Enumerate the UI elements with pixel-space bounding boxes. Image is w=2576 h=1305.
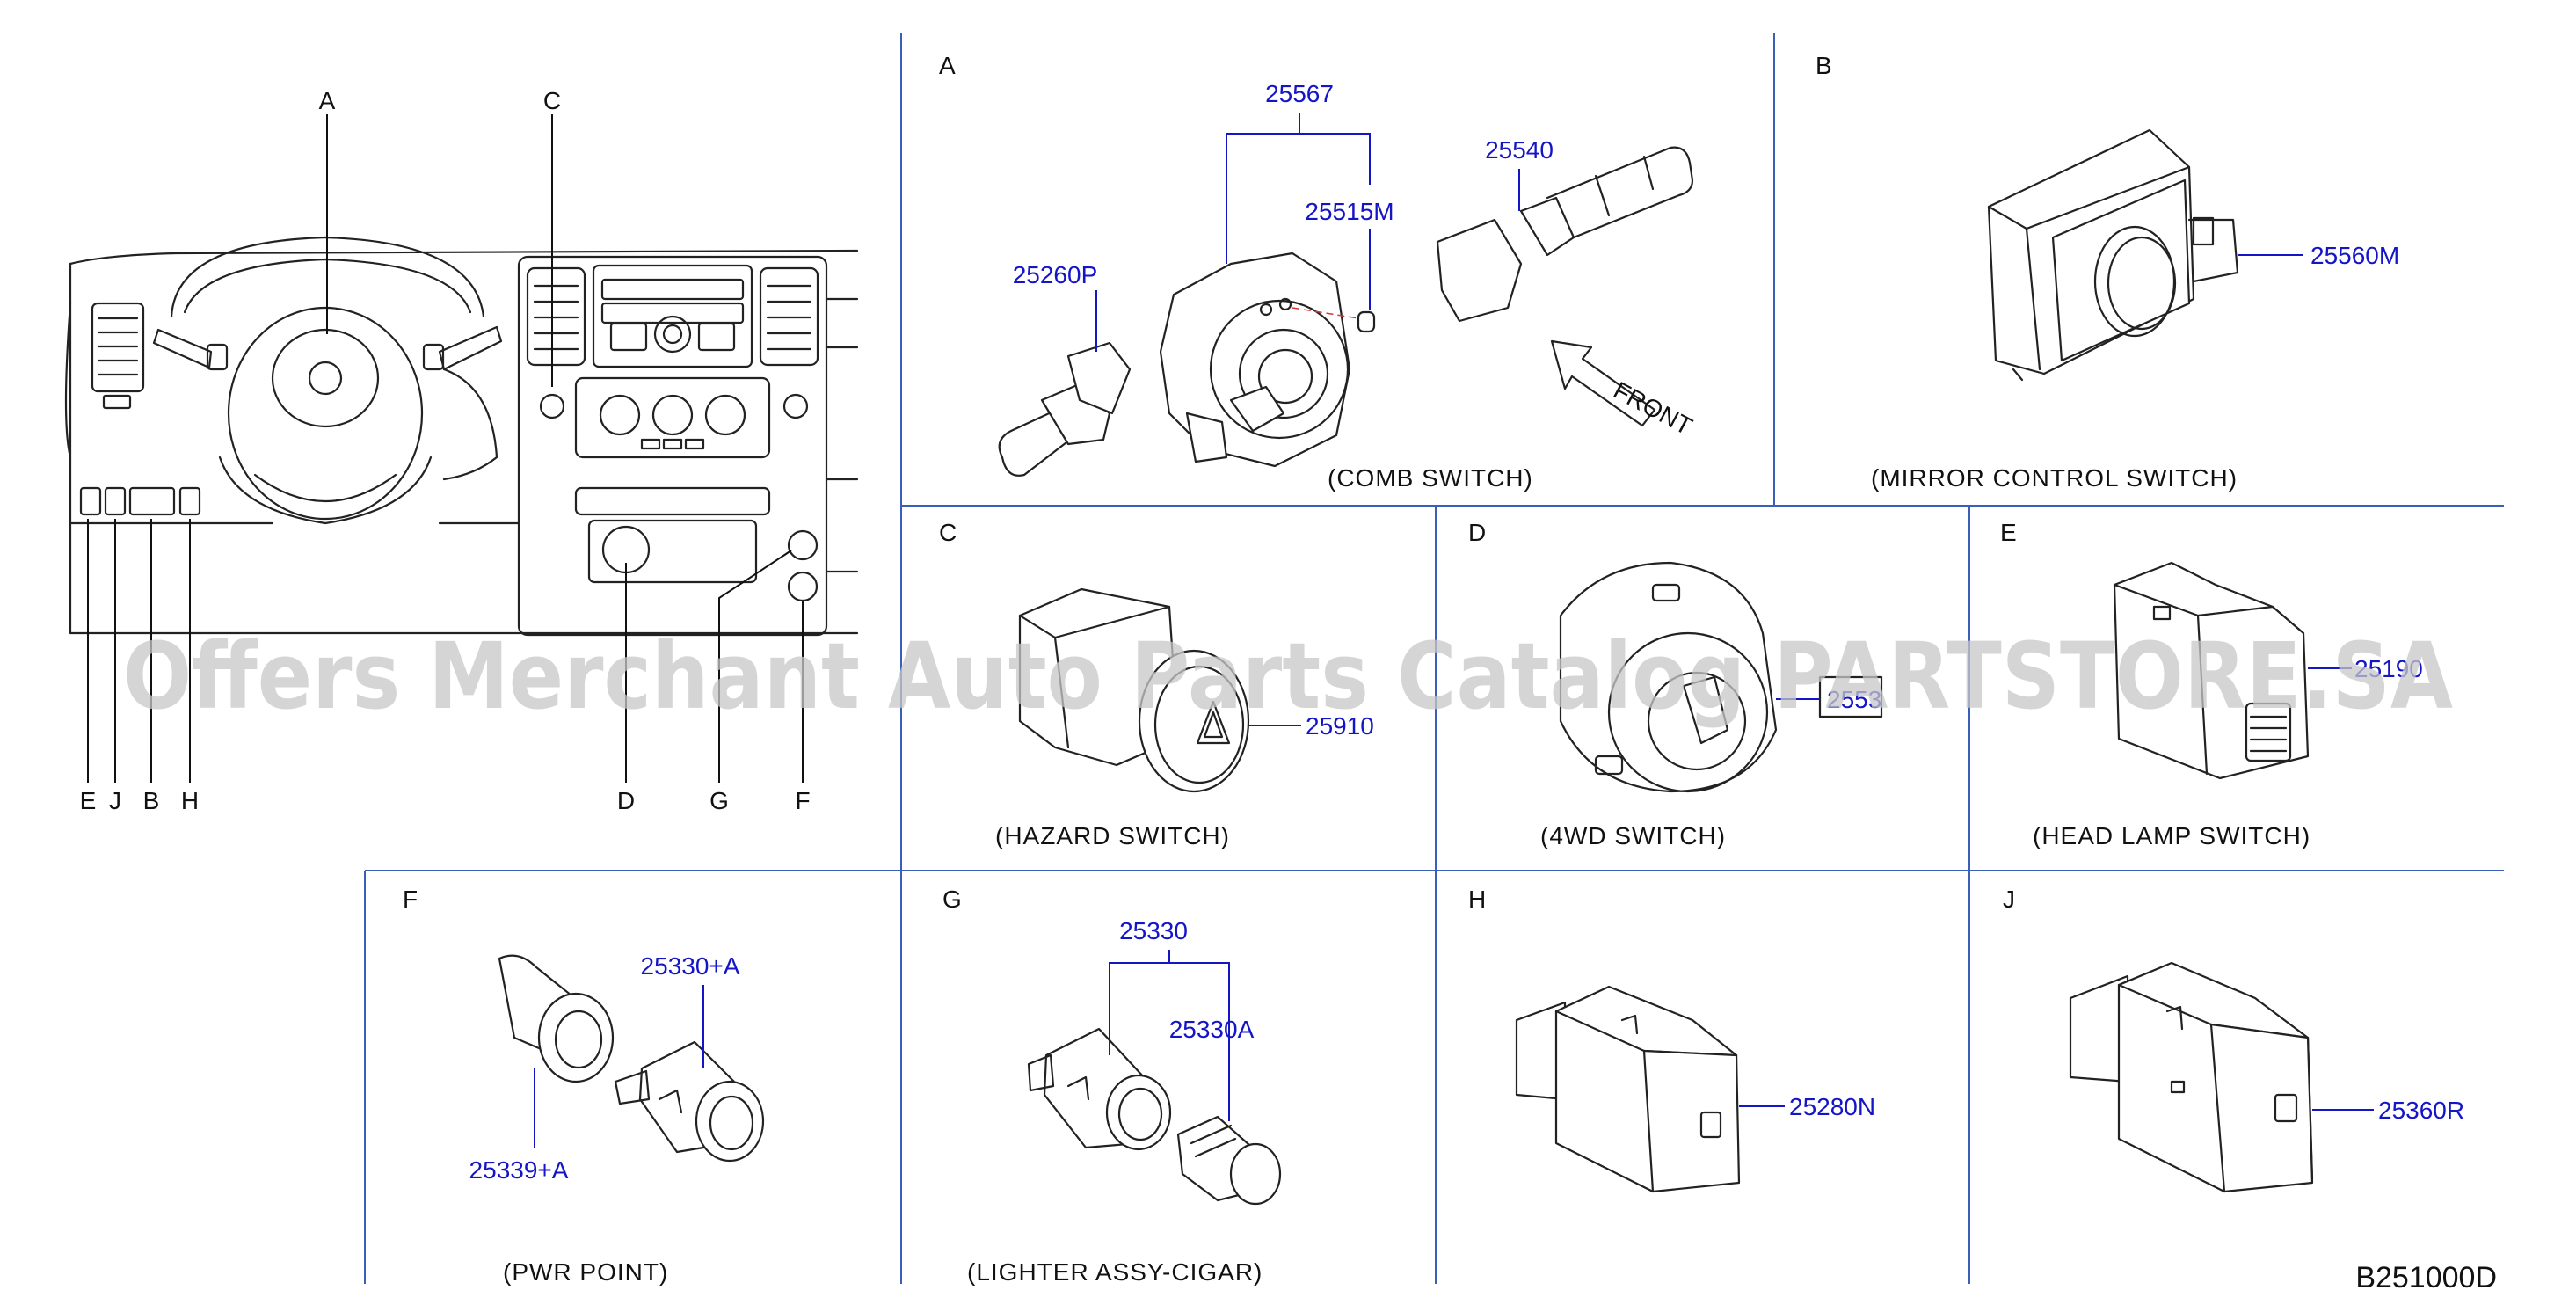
panel-b-caption: (MIRROR CONTROL SWITCH) (1871, 464, 2238, 492)
front-arrow-label: FRONT (1609, 376, 1697, 441)
hazard-switch-illustration (1018, 587, 1250, 793)
part-25360r[interactable]: 25360R (2378, 1097, 2464, 1124)
overview-callout-e: E (80, 787, 97, 814)
panel-a-caption: (COMB SWITCH) (1328, 464, 1533, 492)
comb-switch-illustration (998, 146, 1694, 477)
panel-j-letter: J (2003, 886, 2015, 913)
overview-callout-a: A (319, 87, 336, 114)
panel-b-letter: B (1816, 52, 1832, 79)
overview-callout-d: D (617, 787, 635, 814)
panel-e-letter: E (2000, 519, 2017, 546)
panel-f-caption: (PWR POINT) (503, 1258, 668, 1286)
overview-callout-h: H (181, 787, 199, 814)
panel-d-caption: (4WD SWITCH) (1540, 822, 1726, 849)
part-25567[interactable]: 25567 (1265, 80, 1334, 107)
part-25330-a-pwr[interactable]: 25330+A (641, 952, 740, 980)
overview-callout-j: J (109, 787, 121, 814)
mirror-switch-illustration (1987, 128, 2239, 382)
panel-e-caption: (HEAD LAMP SWITCH) (2033, 822, 2310, 849)
part-25560m[interactable]: 25560M (2310, 242, 2399, 269)
watermark-text: Offers Merchant Auto Parts Catalog PARTS… (123, 623, 2453, 730)
part-25540[interactable]: 25540 (1485, 136, 1554, 164)
panel-a-letter: A (939, 52, 956, 79)
panel-d-letter: D (1468, 519, 1486, 546)
overview-callout-b: B (143, 787, 160, 814)
part-25280n[interactable]: 25280N (1789, 1093, 1875, 1120)
panel-g-caption: (LIGHTER ASSY-CIGAR) (967, 1258, 1263, 1286)
panel-c-letter: C (939, 519, 957, 546)
cigar-lighter-illustration (1027, 1027, 1282, 1206)
part-25515m[interactable]: 25515M (1305, 198, 1394, 225)
switch-j-illustration (2069, 961, 2314, 1193)
part-25330[interactable]: 25330 (1119, 917, 1188, 944)
part-25260p[interactable]: 25260P (1013, 261, 1098, 288)
power-point-illustration (498, 954, 765, 1163)
panel-g-letter: G (942, 886, 962, 913)
switch-h-illustration (1515, 985, 1741, 1193)
part-25910[interactable]: 25910 (1306, 712, 1374, 740)
4wd-switch-illustration (1559, 561, 1883, 793)
overview-callout-f: F (795, 787, 810, 814)
part-25190[interactable]: 25190 (2354, 655, 2423, 682)
part-25339-a[interactable]: 25339+A (469, 1156, 569, 1184)
panel-c-caption: (HAZARD SWITCH) (995, 822, 1230, 849)
part-25330a[interactable]: 25330A (1169, 1016, 1255, 1043)
panel-h-letter: H (1468, 886, 1486, 913)
panel-f-letter: F (403, 886, 418, 913)
overview-callout-c: C (543, 87, 561, 114)
dashboard-overview (64, 114, 859, 783)
diagram-code: B251000D (2355, 1261, 2497, 1294)
part-2553[interactable]: 2553 (1827, 686, 1881, 713)
overview-callout-g: G (709, 787, 729, 814)
panel-grid (364, 33, 2504, 1284)
head-lamp-switch-illustration (2113, 561, 2310, 780)
